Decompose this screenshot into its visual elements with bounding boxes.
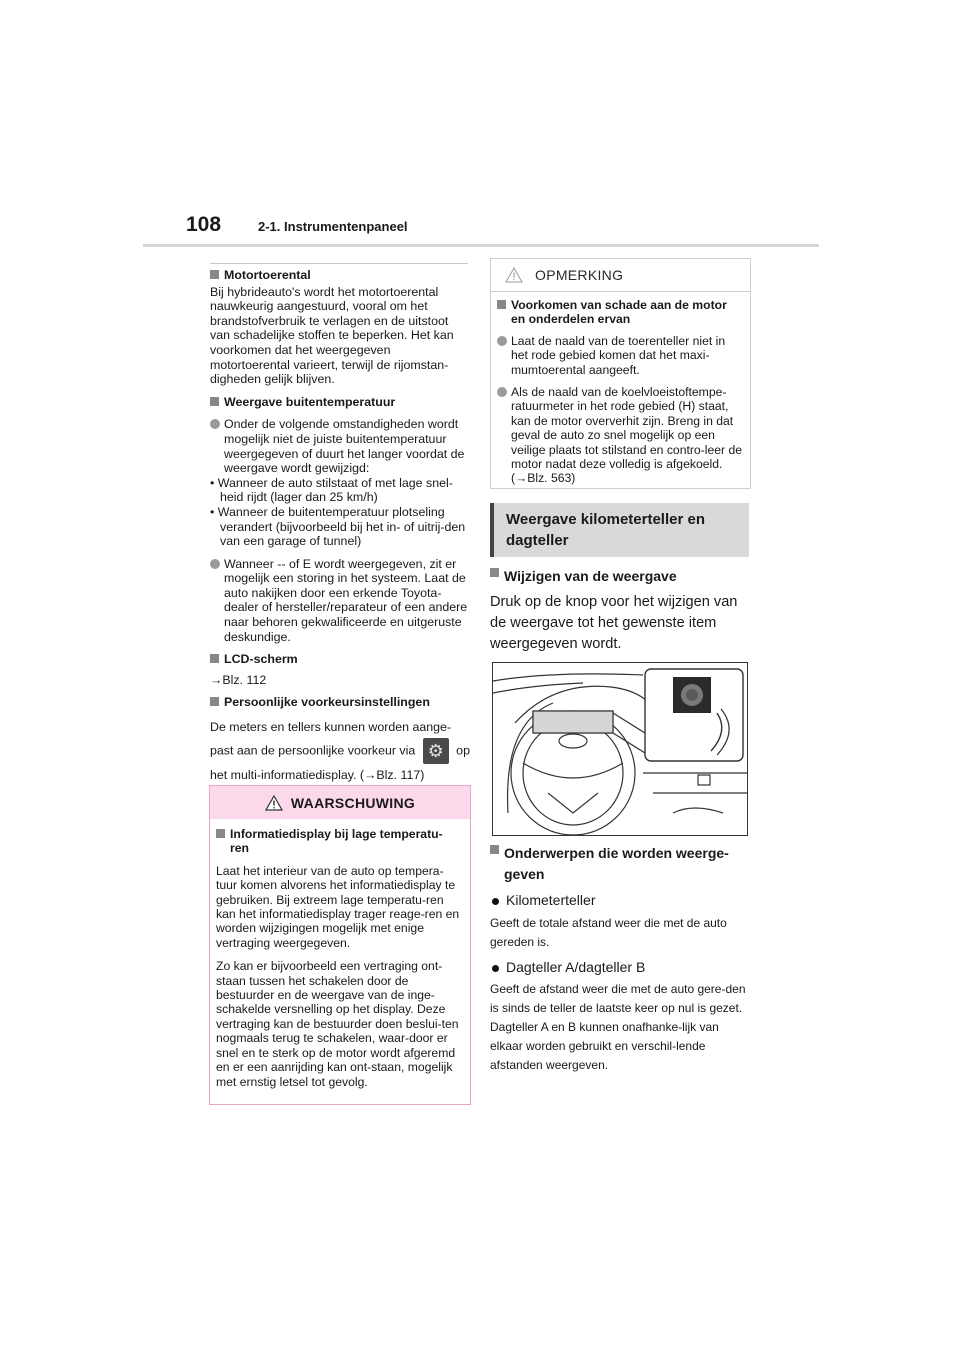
right-column-bottom: Onderwerpen die worden weerge-geven Kilo… xyxy=(490,843,750,1075)
note-heading: Voorkomen van schade aan de motor en ond… xyxy=(497,298,742,327)
right-column-top: Wijzigen van de weergave Druk op de knop… xyxy=(490,566,750,655)
temperature-sub-2: • Wanneer de buitentemperatuur plotselin… xyxy=(210,504,466,549)
lcd-heading: LCD-scherm xyxy=(210,652,470,667)
temperature-bullet-1: Onder de volgende omstandigheden wordt m… xyxy=(210,417,470,475)
personal-settings-heading: Persoonlijke voorkeursinstellingen xyxy=(210,695,470,710)
personal-settings-line-2b: op xyxy=(456,743,470,758)
caution-triangle-icon xyxy=(505,267,523,283)
temperature-bullet-2: Wanneer -- of E wordt weergegeven, zit e… xyxy=(210,557,470,645)
note-header: OPMERKING xyxy=(491,259,750,292)
switch-text: Druk op de knop voor het wijzigen van de… xyxy=(490,594,738,652)
personal-settings-line-1: De meters en tellers kunnen worden aange… xyxy=(210,720,452,735)
note-box: OPMERKING Voorkomen van schade aan de mo… xyxy=(490,258,751,489)
trip-item: Dagteller A/dagteller B xyxy=(490,958,750,975)
note-bullet-2-text: Als de naald van de koelvloeistoftempe-r… xyxy=(511,385,743,486)
left-top-rule xyxy=(210,263,468,264)
note-bullet-1: Laat de naald van de toerenteller niet i… xyxy=(497,334,742,377)
warning-title: WAARSCHUWING xyxy=(290,794,416,811)
warning-heading: Informatiedisplay bij lage temperatu-ren xyxy=(216,827,461,856)
dashboard-illustration xyxy=(492,662,748,836)
page-number: 108 xyxy=(186,213,222,236)
items-heading: Onderwerpen die worden weerge-geven xyxy=(490,843,750,885)
note-bullet-2: Als de naald van de koelvloeistoftempe-r… xyxy=(497,385,742,486)
section-heading-box: Weergave kilometerteller en dagteller xyxy=(490,503,749,557)
section-heading: Weergave kilometerteller en dagteller xyxy=(506,511,705,549)
steering-wheel-illustration xyxy=(492,668,747,836)
gear-icon: ⚙ xyxy=(422,738,449,765)
motor-text: Bij hybrideauto's wordt het motortoerent… xyxy=(210,284,454,387)
warning-paragraph-2: Zo kan er bijvoorbeeld een vertraging on… xyxy=(216,959,459,1089)
note-bullet-1-text: Laat de naald van de toerenteller niet i… xyxy=(511,333,726,377)
trip-label: Dagteller A/dagteller B xyxy=(506,958,646,975)
header-rule xyxy=(143,244,819,247)
personal-settings-line-2a: past aan de persoonlijke voorkeur via xyxy=(210,743,416,758)
warning-header: WAARSCHUWING xyxy=(210,786,470,819)
note-body: Voorkomen van schade aan de motor en ond… xyxy=(491,292,750,486)
temperature-bullet-2-text: Wanneer -- of E wordt weergegeven, zit e… xyxy=(224,556,468,644)
odometer-label: Kilometerteller xyxy=(506,892,596,908)
personal-settings-line-2: past aan de persoonlijke voorkeur via ⚙ … xyxy=(210,738,470,765)
odometer-item: Kilometerteller xyxy=(490,893,750,908)
temperature-bullet-1-text: Onder de volgende omstandigheden wordt m… xyxy=(224,417,465,476)
personal-settings-text: De meters en tellers kunnen worden aange… xyxy=(210,716,470,786)
section-title: 2-1. Instrumentenpaneel xyxy=(258,219,408,234)
motor-heading: Motortoerental xyxy=(210,268,470,283)
warning-box: WAARSCHUWING Informatiedisplay bij lage … xyxy=(209,785,471,1105)
note-title: OPMERKING xyxy=(535,267,624,283)
temperature-heading: Weergave buitentemperatuur xyxy=(210,395,470,410)
warning-triangle-icon xyxy=(264,794,283,811)
odometer-text: Geeft de totale afstand weer die met de … xyxy=(490,915,727,949)
warning-paragraph-1: Laat het interieur van de auto op temper… xyxy=(216,863,460,950)
personal-settings-line-3: het multi-informatiedisplay. (→Blz. 117) xyxy=(210,768,425,783)
warning-body: Informatiedisplay bij lage temperatu-ren… xyxy=(210,819,470,1089)
lcd-page-ref[interactable]: →Blz. 112 xyxy=(210,672,267,687)
switch-heading: Wijzigen van de weergave xyxy=(490,566,750,587)
temperature-sub-1: • Wanneer de auto stilstaat of met lage … xyxy=(210,475,453,505)
trip-text: Geeft de afstand weer die met de auto ge… xyxy=(490,982,746,1073)
left-column: Motortoerental Bij hybrideauto's wordt h… xyxy=(210,268,470,786)
